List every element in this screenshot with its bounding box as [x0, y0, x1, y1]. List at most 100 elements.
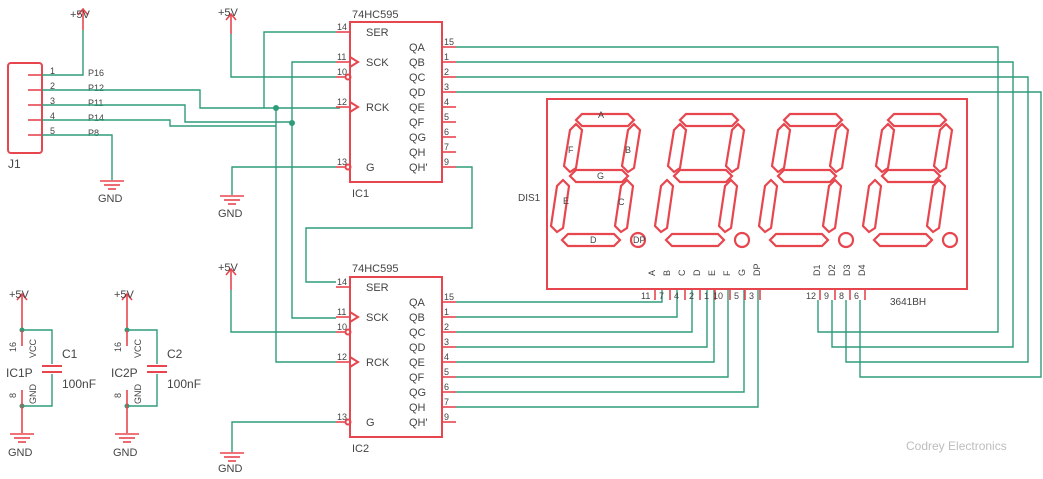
ic1-out-num: 7: [444, 142, 449, 152]
seg-pin-label: E: [707, 270, 717, 276]
junction-dot: [273, 105, 279, 111]
gnd-symbol-ic1: GND: [218, 195, 244, 220]
ic2-pin-label: SCK: [366, 312, 389, 324]
ic2-out-label: QC: [409, 327, 426, 339]
display-pin-num: 2: [689, 291, 694, 301]
power-pin-label: VCC: [133, 338, 143, 358]
connector-pin-num: 3: [50, 96, 55, 106]
gnd-label: GND: [218, 463, 243, 475]
gnd-label: GND: [113, 447, 138, 459]
ic1-out-label: QC: [409, 72, 426, 84]
power-pin-label: VCC: [28, 338, 38, 358]
display-pin-num: 11: [641, 291, 650, 301]
ic2-out-num: 1: [444, 307, 449, 317]
display-3641bh[interactable]: DIS1 3641BH A B C D E F G DP: [518, 98, 968, 308]
digit-1: A B C D E F G DP: [549, 110, 647, 249]
digit-3: [757, 112, 855, 249]
connector-pin-num: 4: [50, 111, 55, 121]
ic2-ref: IC2: [352, 443, 369, 455]
connector-pin-num: 1: [50, 66, 55, 76]
cap-ref: C2: [167, 347, 183, 361]
segment-d: [560, 232, 622, 248]
ic2-out-num: 15: [444, 292, 454, 302]
ic1-pin-num: 10: [337, 67, 347, 77]
ic1-out-label: QE: [409, 102, 425, 114]
ic2-pin-num: 13: [337, 412, 347, 422]
ic2-out-num: 7: [444, 397, 449, 407]
ic1-out-label: QH': [409, 162, 428, 174]
power-block-ic2p[interactable]: +5V 16 VCC IC2P 8 GND C2 100nF GND: [111, 289, 201, 459]
ic1-pin-label: G: [366, 162, 375, 174]
power-pin-label: GND: [133, 384, 143, 405]
power-pin-num: 8: [8, 393, 18, 398]
power-pin-num: 16: [8, 342, 18, 352]
power-block-ic1p[interactable]: +5V 16 VCC IC1P 8 GND C1 100nF GND: [6, 289, 96, 459]
ic1-out-num: 15: [444, 37, 454, 47]
ic2-pin-num: 10: [337, 322, 347, 332]
power-pin-label: GND: [28, 384, 38, 405]
segment-letter: B: [625, 145, 631, 155]
ic1-out-label: QF: [409, 117, 425, 129]
ic2-chip[interactable]: 74HC595 IC2 14 11 10 12 13 SER SCK RCK G: [336, 263, 456, 455]
seg-pin-label: G: [737, 269, 747, 276]
ic1-pin-num: 13: [337, 157, 347, 167]
ic1-part: 74HC595: [352, 9, 398, 21]
connector-j1[interactable]: J1 1 2 3 4 5 P16 P12 P11 P14 P8: [7, 62, 104, 171]
seg-pin-label: D: [692, 269, 702, 276]
vcc-symbol-ic1: +5V: [218, 7, 239, 34]
digit-pin-label: D4: [857, 264, 867, 276]
power-pin-num: 8: [113, 393, 123, 398]
display-pin-num: 12: [806, 291, 816, 301]
gnd-label: GND: [8, 447, 33, 459]
segment-e: [549, 178, 571, 234]
display-bottom-pins: [654, 289, 866, 300]
seg-pin-label: DP: [752, 263, 762, 276]
gnd-label: GND: [218, 208, 243, 220]
ic2-out-label: QE: [409, 357, 425, 369]
ic2-out-label: QD: [409, 342, 426, 354]
seg-pin-label: F: [722, 270, 732, 276]
segment-c: [613, 178, 635, 234]
segment-letter: C: [618, 197, 625, 207]
cap-value: 100nF: [167, 377, 201, 391]
ic2-pin-num: 12: [337, 352, 347, 362]
connector-signal: P11: [88, 98, 103, 108]
ic1-pin-num: 11: [337, 52, 346, 62]
ic1-right-pins: [442, 46, 456, 168]
ic1-out-num: 5: [444, 112, 449, 122]
ic1-chip[interactable]: 74HC595 IC1 14 11 10 12 13 SER SCK RCK G: [336, 9, 456, 200]
ic1-out-num: 3: [444, 82, 449, 92]
connector-ref: J1: [8, 157, 21, 171]
ic1-out-num: 1: [444, 52, 449, 62]
ic1-pin-label: RCK: [366, 102, 390, 114]
vcc-label: +5V: [9, 289, 30, 301]
connector-pins: [28, 74, 42, 136]
ic2-out-num: 3: [444, 337, 449, 347]
ic1-out-num: 9: [444, 157, 449, 167]
segment-letter: DP: [633, 235, 646, 245]
ic1-out-label: QG: [409, 132, 426, 144]
ic1-out-label: QD: [409, 87, 426, 99]
ic1-out-label: QB: [409, 57, 425, 69]
ic2-right-pins: [442, 301, 456, 423]
ic1-out-label: QA: [409, 42, 426, 54]
segment-letter: A: [598, 110, 604, 120]
ic2-out-label: QA: [409, 297, 426, 309]
cap-value: 100nF: [62, 377, 96, 391]
ic2-out-num: 4: [444, 352, 449, 362]
connector-pin-num: 2: [50, 81, 55, 91]
display-pin-num: 1: [704, 291, 709, 301]
ic1-out-num: 6: [444, 127, 449, 137]
segment-letter: F: [568, 145, 574, 155]
gnd-label: GND: [98, 193, 123, 205]
digit-pin-label: D1: [812, 264, 822, 276]
ic1-out-num: 4: [444, 97, 449, 107]
seg-pin-label: C: [677, 269, 687, 276]
display-ref: DIS1: [518, 193, 541, 204]
display-pin-num: 8: [839, 291, 844, 301]
ic2-out-label: QB: [409, 312, 425, 324]
connector-signal: P16: [88, 68, 104, 78]
seg-pin-label: A: [647, 270, 657, 276]
ic1-out-num: 2: [444, 67, 449, 77]
